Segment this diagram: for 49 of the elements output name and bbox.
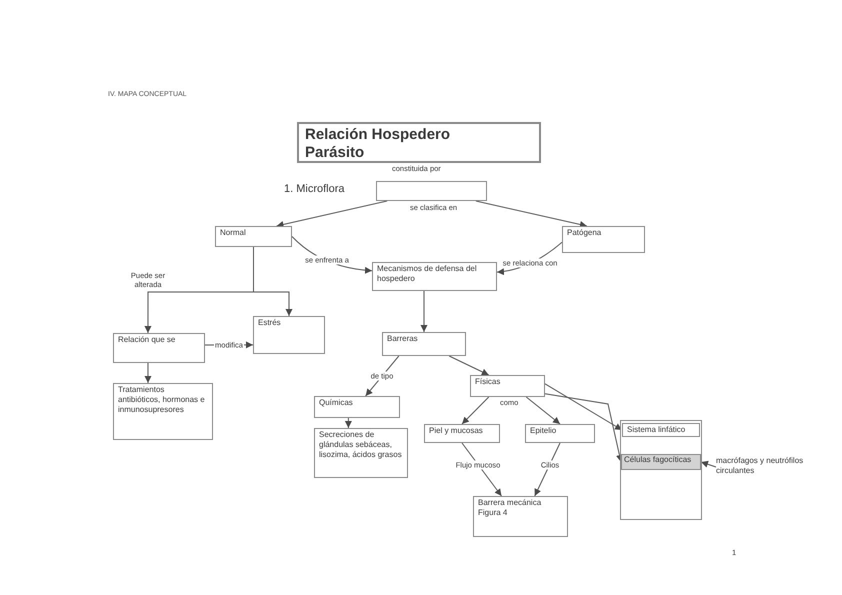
concept-label: Estrés: [258, 318, 282, 328]
concept-box: [215, 226, 292, 247]
concept-box: [622, 423, 700, 437]
concept-box: [562, 226, 645, 253]
concept-label: Barrera mecánica: [478, 498, 542, 508]
concept-label: Barreras: [387, 334, 419, 344]
concept-label: Células fagocíticas: [624, 455, 692, 465]
arrow: [462, 396, 490, 424]
title-box: [297, 122, 541, 163]
concept-label: Tratamientos antibióticos, hormonas e inmunosupresores: [118, 385, 206, 415]
concept-label: Patógena: [567, 228, 602, 238]
concept-label: Químicas: [319, 398, 354, 408]
concept-box: [473, 496, 568, 537]
arrow: [534, 442, 560, 496]
arrow: [448, 356, 490, 376]
concept-label: Piel y mucosas: [429, 426, 484, 436]
concept-label: Secreciones de glándulas sebáceas, lisozima, ácidos grasos: [319, 430, 403, 460]
concept-box: [314, 396, 400, 418]
arrow: [253, 246, 292, 316]
concept-box: [525, 424, 595, 443]
concept-label: Epitelio: [530, 426, 558, 436]
concept-box: [113, 383, 213, 440]
concept-box: [372, 262, 497, 291]
arrow: [144, 362, 152, 384]
concept-box: [470, 375, 545, 397]
arrow: [475, 200, 588, 228]
concept-label: Físicas: [475, 377, 502, 387]
concept-box: [253, 316, 325, 354]
concept-label: Figura 4: [478, 508, 508, 518]
concept-label: Normal: [220, 228, 247, 238]
group-box: [620, 420, 702, 520]
arrow: [544, 383, 622, 430]
empty-box: [376, 181, 487, 201]
arrow: [276, 200, 388, 228]
arrow: [420, 290, 428, 332]
concept-box: [424, 424, 500, 443]
arrow: [526, 396, 560, 424]
title-text: Relación Hospedero Parásito: [305, 126, 452, 162]
concept-box: [113, 333, 205, 363]
concept-label: Mecanismos de defensa del hospedero: [377, 264, 478, 284]
concept-box: [382, 332, 466, 356]
concept-box: [621, 454, 701, 470]
note-text: macrófagos y neutrófilos circulantes: [716, 456, 834, 478]
concept-label: Relación que se: [118, 335, 176, 345]
list-heading: 1. Microflora: [284, 183, 345, 196]
concept-label: Sistema linfático: [627, 425, 686, 435]
concept-box: [314, 428, 408, 478]
arrow: [344, 418, 352, 428]
arrow: [700, 460, 716, 468]
